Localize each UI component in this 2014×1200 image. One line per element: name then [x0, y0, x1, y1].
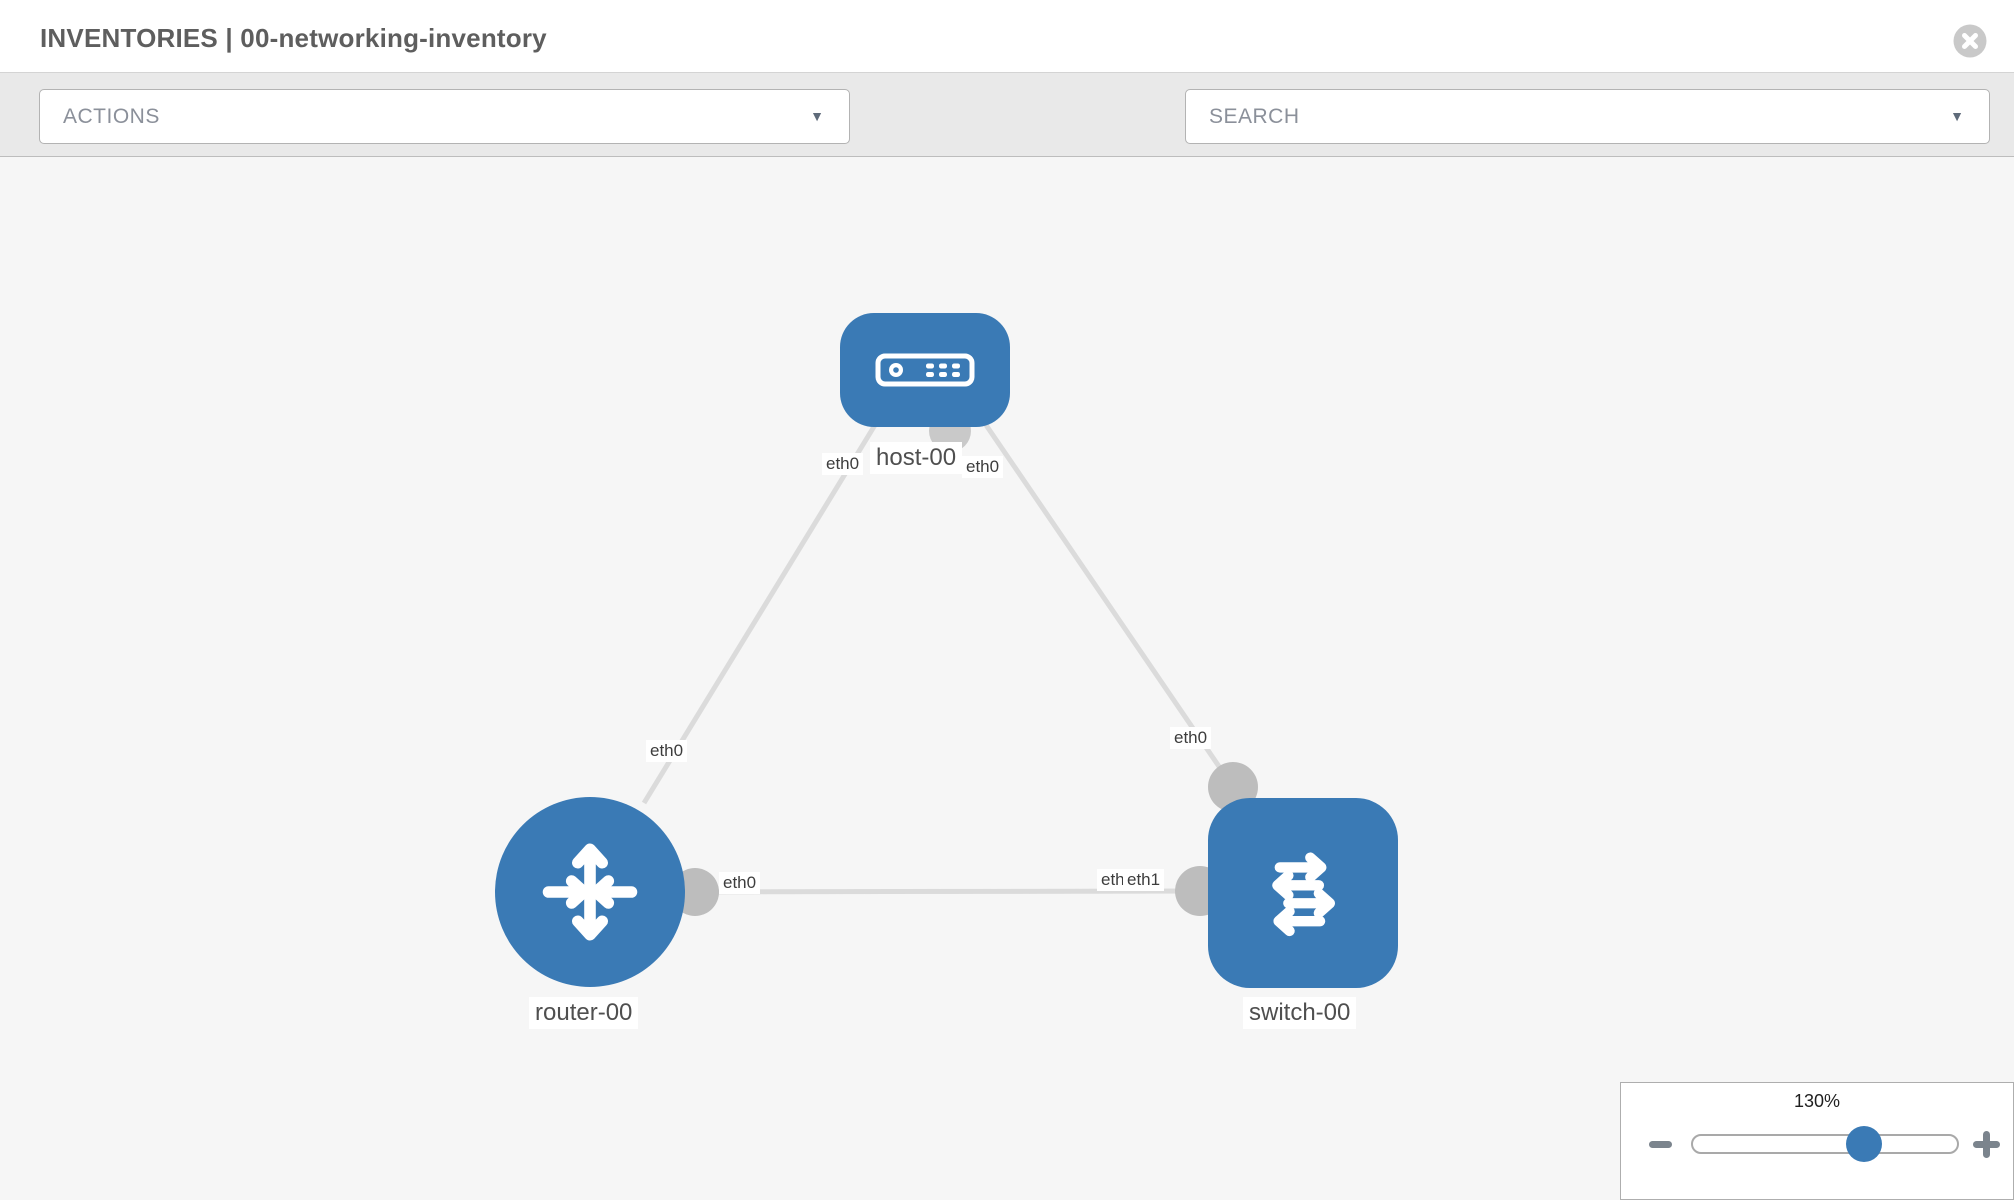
interface-label: eth0	[1170, 727, 1212, 749]
interface-label: eth0	[646, 740, 688, 762]
node-label-host: host-00	[870, 442, 963, 474]
zoom-in-button[interactable]	[1973, 1131, 2000, 1158]
node-host-00[interactable]	[840, 313, 1010, 427]
chevron-down-icon: ▼	[1950, 108, 1964, 124]
actions-dropdown-label: ACTIONS	[63, 105, 160, 128]
page-title: INVENTORIES | 00-networking-inventory	[40, 23, 547, 53]
close-icon	[1953, 24, 1987, 58]
actions-dropdown[interactable]: ACTIONS ▼	[39, 89, 850, 144]
interface-label: eth0	[962, 456, 1004, 478]
close-button[interactable]	[1953, 24, 1987, 58]
host-icon	[875, 353, 975, 387]
toolbar: ACTIONS ▼ SEARCH ▼	[0, 72, 2014, 205]
node-router-00[interactable]	[495, 797, 685, 987]
node-label-switch: switch-00	[1243, 997, 1357, 1029]
link-host-switch[interactable]	[983, 423, 1236, 789]
zoom-control-panel: 130%	[1620, 1082, 2014, 1200]
chevron-down-icon: ▼	[810, 108, 824, 124]
switch-icon	[1272, 852, 1336, 937]
search-dropdown[interactable]: SEARCH ▼	[1185, 89, 1990, 144]
router-icon	[542, 843, 638, 941]
zoom-level-value: 130%	[1793, 1091, 1841, 1111]
node-switch-00[interactable]	[1208, 798, 1398, 988]
node-label-router: router-00	[529, 997, 639, 1029]
search-placeholder: SEARCH	[1209, 105, 1300, 128]
plus-icon	[1983, 1131, 1990, 1158]
interface-label: eth1	[1123, 869, 1165, 891]
topology-canvas[interactable]: host-00 router-00 switch-00 eth0 eth0 et…	[0, 157, 2014, 1200]
zoom-slider[interactable]	[1691, 1134, 1959, 1154]
interface-label: eth0	[822, 453, 864, 475]
interface-label: eth0	[719, 872, 761, 894]
zoom-slider-knob[interactable]	[1846, 1126, 1882, 1162]
zoom-out-button[interactable]	[1649, 1141, 1672, 1148]
header: INVENTORIES | 00-networking-inventory	[0, 0, 2014, 72]
links-layer	[617, 410, 1258, 916]
